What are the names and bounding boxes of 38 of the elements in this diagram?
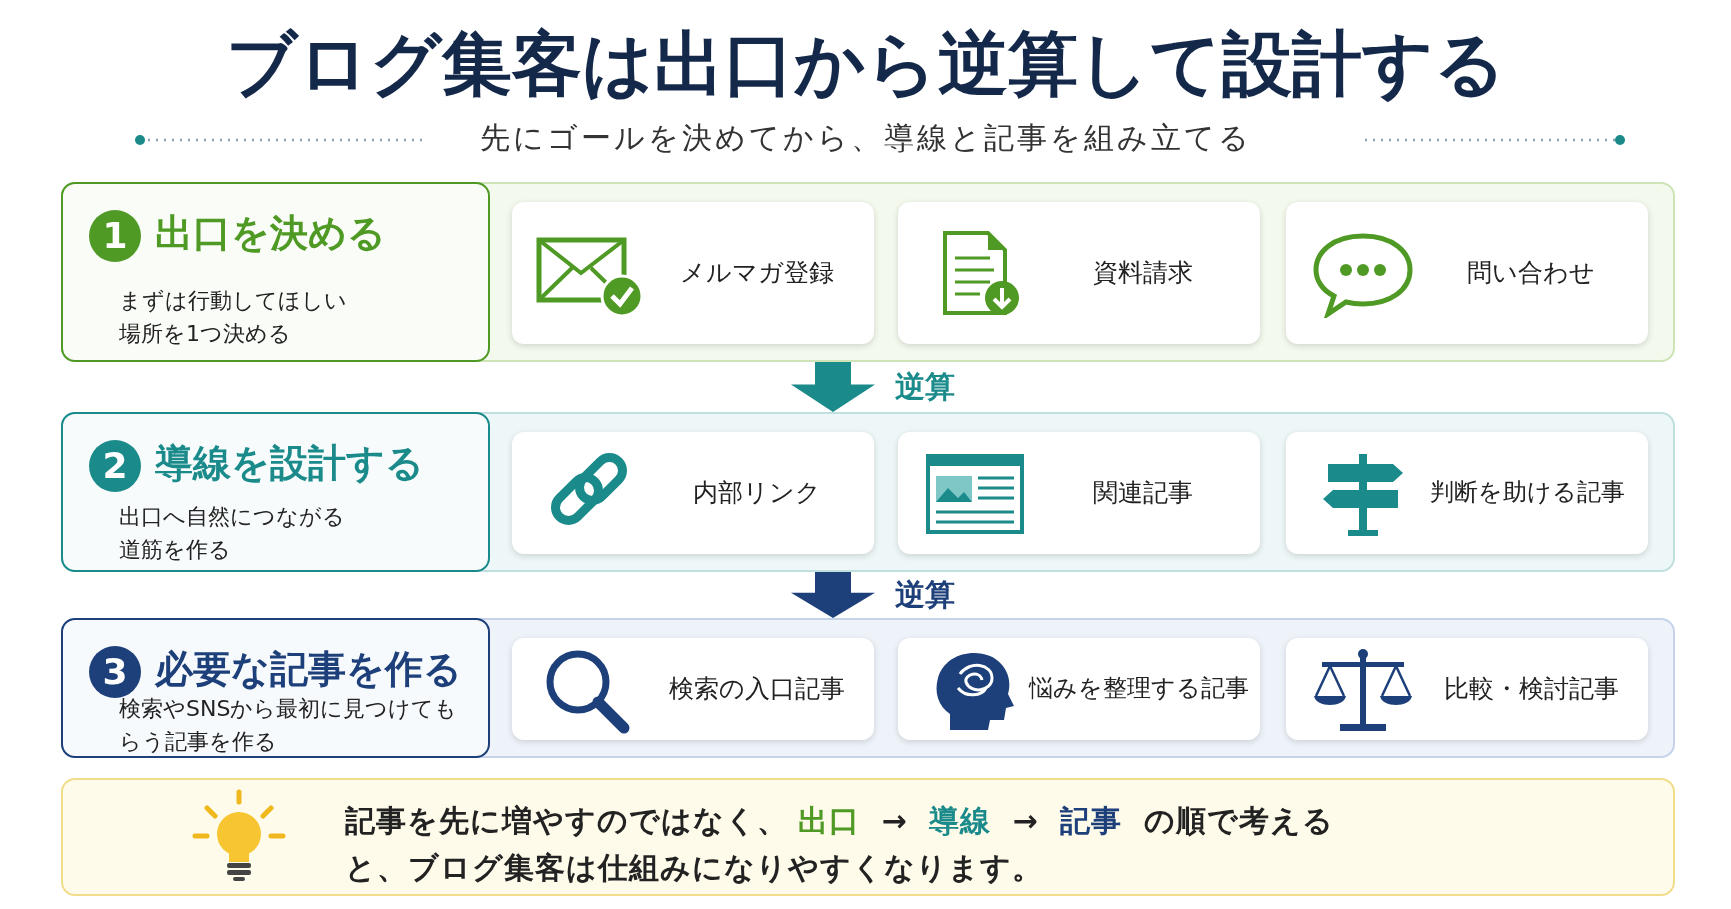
step-panel bbox=[61, 412, 490, 572]
card-label: 判断を助ける記事 bbox=[1428, 477, 1626, 508]
option-card bbox=[512, 638, 874, 740]
arrow bbox=[791, 572, 875, 618]
card-label: 悩みを整理する記事 bbox=[1027, 673, 1250, 704]
card-label: 比較・検討記事 bbox=[1442, 673, 1620, 705]
note-box bbox=[61, 778, 1675, 896]
step-description: 検索やSNSから最初に見つけてもらう記事を作る bbox=[119, 695, 459, 756]
option-card bbox=[898, 638, 1260, 740]
step-heading: 出口を決める bbox=[155, 210, 386, 257]
step-number: 1 bbox=[89, 210, 141, 262]
card-label: 問い合わせ bbox=[1466, 257, 1596, 289]
card-label: 関連記事 bbox=[1092, 477, 1194, 509]
option-card bbox=[1286, 638, 1648, 740]
arrow bbox=[791, 362, 875, 412]
card-label: 資料請求 bbox=[1092, 257, 1194, 289]
step-number: 2 bbox=[89, 440, 141, 492]
step-panel bbox=[61, 182, 490, 362]
step-description: 出口へ自然につながる道筋を作る bbox=[119, 503, 346, 564]
option-card bbox=[898, 202, 1260, 344]
option-card bbox=[898, 432, 1260, 554]
step-band bbox=[61, 182, 1675, 362]
card-label: 検索の入口記事 bbox=[668, 673, 846, 705]
option-card bbox=[1286, 432, 1648, 554]
note-text: 記事を先に増やすのではなく、出口 → 導線 → 記事 の順で考えると、ブログ集客は仕組みになりやすくなります。 bbox=[345, 802, 1335, 887]
option-card bbox=[512, 432, 874, 554]
step-description: まずは行動してほしい場所を1つ決める bbox=[119, 287, 348, 348]
step-panel bbox=[61, 618, 490, 758]
card-label: 内部リンク bbox=[692, 477, 822, 509]
step-heading: 導線を設計する bbox=[155, 440, 424, 487]
option-card bbox=[512, 202, 874, 344]
option-card bbox=[1286, 202, 1648, 344]
step-heading: 必要な記事を作る bbox=[155, 646, 462, 693]
title: ブログ集客は出口から逆算して設計する bbox=[224, 22, 1507, 107]
card-label: メルマガ登録 bbox=[679, 257, 835, 289]
step-band bbox=[61, 412, 1675, 572]
step-band bbox=[61, 618, 1675, 758]
step-number: 3 bbox=[89, 646, 141, 698]
